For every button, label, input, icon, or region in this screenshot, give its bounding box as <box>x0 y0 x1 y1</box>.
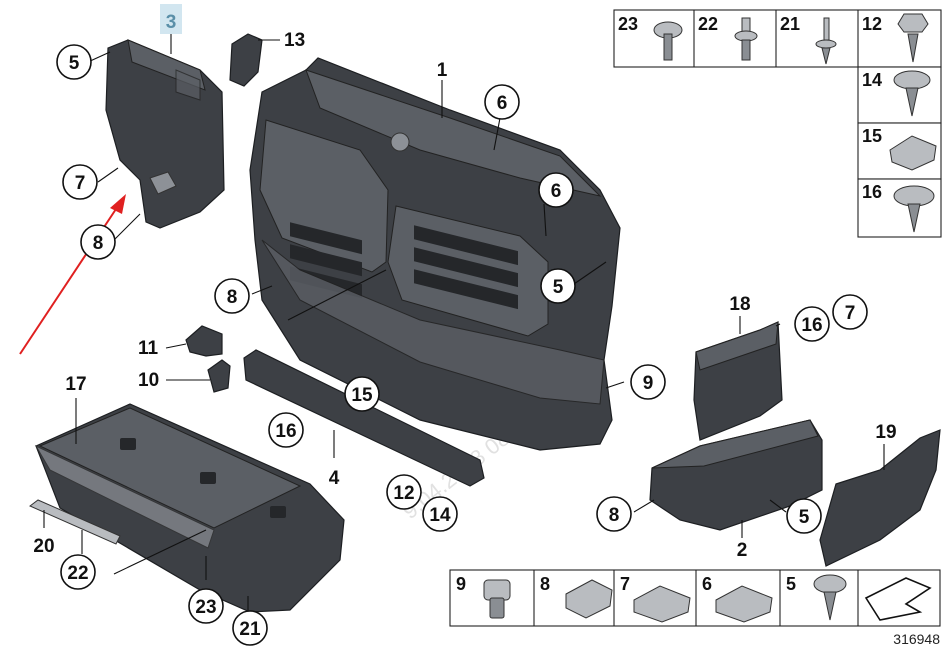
label-5-top: 5 <box>69 53 80 74</box>
part-20-strip[interactable] <box>29 499 121 545</box>
nut-9-icon <box>483 579 511 619</box>
part-17-underbody-panel[interactable] <box>34 403 345 613</box>
label-7-right: 7 <box>845 303 856 324</box>
table-label-15: 15 <box>862 126 882 146</box>
table-label-9: 9 <box>456 574 466 594</box>
clip-15-icon <box>889 135 937 171</box>
label-8-bottom: 8 <box>609 505 620 526</box>
bolt-22-icon <box>734 17 758 61</box>
table-label-21: 21 <box>780 14 800 34</box>
label-6-mid: 6 <box>551 181 562 202</box>
label-16-right: 16 <box>801 315 822 336</box>
part-10-bracket[interactable] <box>207 359 231 393</box>
table-label-5: 5 <box>786 574 796 594</box>
screw-5-icon <box>813 574 847 621</box>
label-2: 2 <box>737 540 748 561</box>
part-4-strip[interactable] <box>243 349 485 487</box>
label-12: 12 <box>393 483 414 504</box>
screw-23-icon <box>653 21 683 61</box>
part-11-bracket[interactable] <box>185 325 223 357</box>
clip-7-icon <box>633 585 691 623</box>
label-7-left: 7 <box>75 173 86 194</box>
pin-21-icon <box>815 17 837 65</box>
part-3-air-duct[interactable] <box>105 39 225 229</box>
part-18-duct[interactable] <box>693 321 783 441</box>
table-label-16: 16 <box>862 182 882 202</box>
label-3: 3 <box>166 12 177 33</box>
label-10: 10 <box>138 370 159 391</box>
table-label-6: 6 <box>702 574 712 594</box>
label-9: 9 <box>643 373 654 394</box>
label-5-bottom: 5 <box>799 507 810 528</box>
highlight-box <box>160 4 182 34</box>
screw-12-icon <box>897 13 929 63</box>
clip-8-icon <box>565 579 613 619</box>
label-19: 19 <box>875 422 896 443</box>
label-11: 11 <box>138 338 159 359</box>
label-4: 4 <box>329 468 340 489</box>
part-2-duct[interactable] <box>649 419 823 531</box>
label-16-left: 16 <box>275 421 296 442</box>
label-8-left: 8 <box>93 233 104 254</box>
hardware-table-bottom <box>449 569 941 627</box>
label-15: 15 <box>351 385 373 406</box>
red-arrow <box>19 194 126 355</box>
table-label-7: 7 <box>620 574 630 594</box>
callouts <box>56 44 868 646</box>
table-label-14: 14 <box>862 70 882 90</box>
table-label-8: 8 <box>540 574 550 594</box>
arrow-symbol-icon <box>864 577 932 621</box>
label-17: 17 <box>65 374 86 395</box>
label-21: 21 <box>239 619 261 640</box>
part-1-shroud[interactable] <box>249 57 621 451</box>
label-22: 22 <box>67 563 88 584</box>
hardware-table-top <box>613 9 942 238</box>
label-5-mid: 5 <box>553 277 564 298</box>
part-19-panel[interactable] <box>819 429 941 567</box>
table-label-22: 22 <box>698 14 718 34</box>
label-6-top: 6 <box>497 93 508 114</box>
label-18: 18 <box>729 294 750 315</box>
label-14: 14 <box>429 505 451 526</box>
leader-lines <box>43 34 885 612</box>
label-1: 1 <box>437 60 448 81</box>
label-13: 13 <box>284 30 305 51</box>
clip-6-icon <box>715 585 773 623</box>
diagram-reference-number: 316948 <box>893 631 940 647</box>
label-8-mid: 8 <box>227 287 238 308</box>
callout-numbers: 5 7 8 6 6 5 8 9 16 7 15 16 12 14 8 5 22 … <box>33 4 897 640</box>
table-label-12: 12 <box>862 14 882 34</box>
table-label-23: 23 <box>618 14 638 34</box>
label-20: 20 <box>33 536 54 557</box>
screw-14-icon <box>893 70 931 117</box>
screw-16-icon <box>893 185 935 233</box>
part-13-cover[interactable] <box>229 33 263 87</box>
label-23: 23 <box>195 597 216 618</box>
